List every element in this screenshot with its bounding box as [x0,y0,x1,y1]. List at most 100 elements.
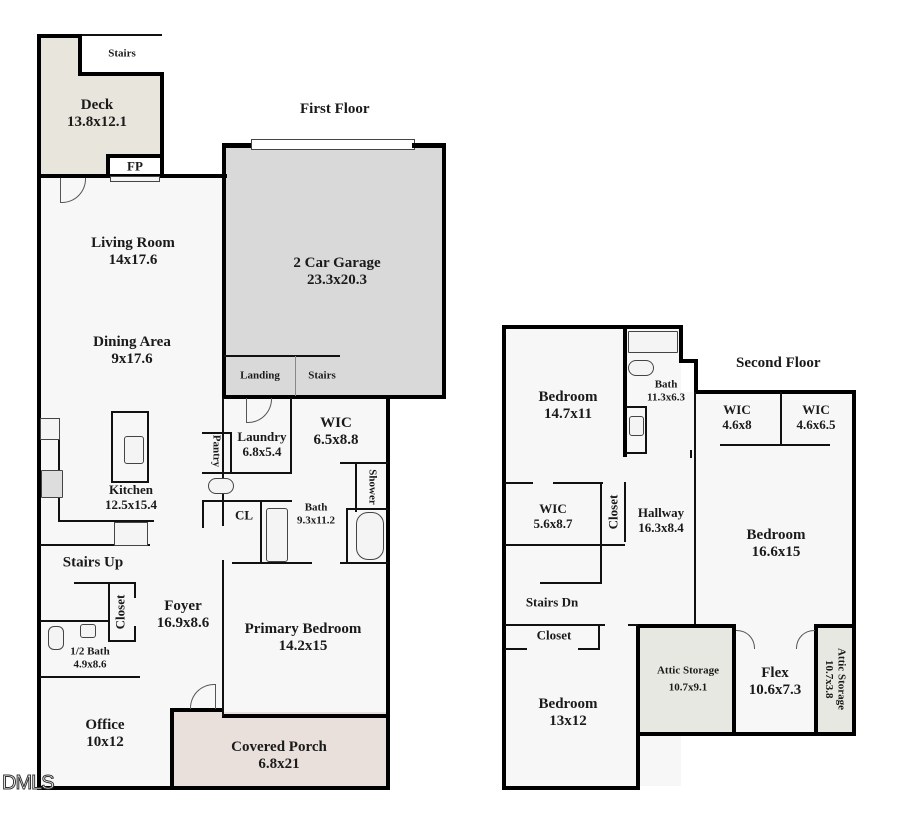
attic-storage-area [640,626,734,734]
room-label-laundry: Laundry 6.8x5.4 [237,429,287,460]
wall [636,624,640,790]
toilet-icon [48,626,64,650]
room-label-bedroom-2: Bedroom 16.6x15 [747,527,806,562]
wall [37,34,81,38]
wall [636,624,736,628]
room-dims: 13.8x12.1 [67,114,127,130]
wall [222,143,252,148]
wall [505,544,625,546]
room-label-closet-vertical: Closet [605,494,621,530]
wall [814,624,856,628]
wall [540,582,602,584]
watermark-logo: DMLS [2,772,56,795]
room-name: Bedroom [746,526,806,543]
room-name: Attic Storage [835,647,848,711]
room-name: WIC [802,402,830,418]
wall [780,392,782,444]
wall [202,472,232,474]
room-name: 1/2 Bath [70,645,110,658]
room-name: Bedroom [538,695,598,712]
wall [412,143,446,148]
counter-block [40,418,60,440]
room-label-deck: Deck 13.8x12.1 [67,97,127,132]
room-dims: 10.7x9.1 [668,681,708,693]
wall [170,708,174,788]
room-dims: 9.3x11.2 [297,514,335,526]
toilet-icon [628,360,654,376]
room-dims: 16.6x15 [751,544,801,560]
wall [442,143,446,399]
room-label-closet: Closet [112,594,128,630]
room-label-primary-bedroom: Primary Bedroom 14.2x15 [245,621,362,656]
wall [37,34,41,790]
room-name: Laundry [237,429,287,445]
wall [260,502,262,562]
room-name: Bath [654,378,678,391]
toilet-icon [208,478,234,494]
room-label-bath: Bath 11.3x6.3 [647,378,685,403]
wall [40,544,150,546]
wall [626,406,646,408]
room-label-pantry: Pantry [210,434,223,468]
room-name: WIC [320,414,352,431]
wall [814,624,818,734]
wall [108,582,110,642]
wall [553,482,603,484]
room-label-garage: 2 Car Garage 23.3x20.3 [293,255,380,290]
room-dims: 12.5x15.4 [105,497,157,512]
wall [694,392,696,624]
room-name: Bedroom [538,388,598,405]
room-dims: 6.8x21 [258,756,300,772]
room-dims: 14.2x15 [278,638,328,654]
wall [679,359,697,363]
wall [134,626,136,642]
wall [232,472,292,474]
wall [636,732,856,736]
wall [40,676,140,678]
wall [852,390,856,736]
wall [355,462,357,512]
room-name: Foyer [164,597,202,614]
room-dims: 4.9x8.6 [73,658,107,670]
first-floor-title: First Floor [300,101,370,117]
wall [505,648,527,650]
main-floor-area [40,178,224,788]
room-label-office: Office 10x12 [85,717,124,752]
room-label-attic-storage-1: Attic Storage 10.7x9.1 [657,664,719,693]
wall [106,154,164,158]
wall [37,786,390,790]
wall [578,648,600,650]
room-label-wic-3: WIC 5.6x8.7 [534,501,573,532]
sink-icon [629,416,644,436]
room-label-bedroom-1: Bedroom 14.7x11 [539,389,598,424]
room-dims: 13x12 [549,713,587,729]
wall [505,482,533,484]
wall [160,72,164,178]
wall [222,560,224,716]
room-label-wic: WIC 6.5x8.8 [314,415,359,450]
garage-area [224,146,444,396]
wall [202,500,292,502]
wall [679,325,683,363]
room-name: WIC [539,501,567,517]
room-label-living-room: Living Room 14x17.6 [91,235,175,270]
stairs-top-area [80,36,162,74]
room-label-covered-porch: Covered Porch 6.8x21 [231,739,327,774]
wall [40,620,108,622]
bathtub-icon [356,512,384,560]
room-dims: 23.3x20.3 [306,272,367,288]
wall [290,398,292,474]
wall [346,508,388,510]
room-dims: 16.3x8.4 [638,520,684,535]
room-name: Office [85,716,125,733]
fp-area [108,156,160,176]
counter [58,520,154,522]
room-name: Hallway [637,505,685,521]
room-label-cl: CL [234,507,254,523]
room-label-attic-storage-2: Attic Storage 10.7x3.8 [822,647,848,711]
room-dims: 10.7x3.8 [823,659,835,699]
stove-icon [41,470,63,498]
attic-storage-area [816,626,854,734]
wall [222,395,446,399]
room-label-fp: FP [127,158,143,174]
